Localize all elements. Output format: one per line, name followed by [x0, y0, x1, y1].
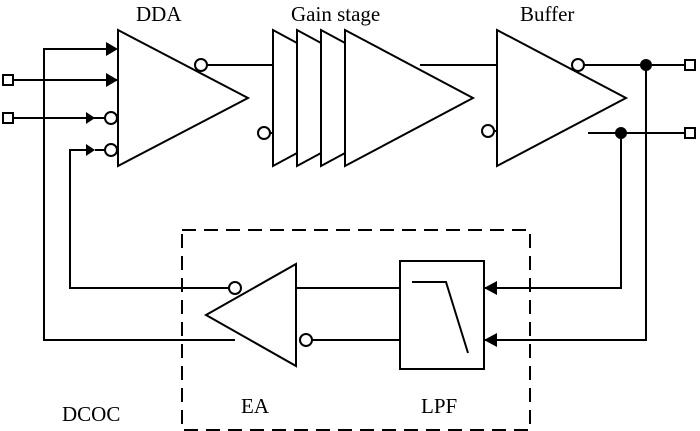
lpf-label: LPF: [421, 394, 458, 418]
gain-output-bubble: [481, 124, 495, 138]
gain-stage-label: Gain stage: [291, 2, 381, 26]
dda-amplifier: [117, 28, 251, 168]
ea-amplifier: [203, 262, 297, 368]
lpf-response-icon: [412, 281, 469, 354]
fb-wire-ea-top: [69, 149, 229, 289]
dda-input-arrows-fb: [86, 112, 95, 156]
dda-output-bubble-top: [194, 58, 208, 72]
output-terminal-1: [684, 59, 696, 71]
buffer-output-bubble: [571, 58, 585, 72]
fb-wire-out1: [484, 65, 647, 341]
gain-stage: [272, 28, 476, 168]
dcoc-label: DCOC: [62, 402, 121, 426]
dda-input-arrows: [106, 42, 118, 87]
ea-label: EA: [241, 394, 269, 418]
dda-input-bubble-2: [104, 143, 118, 157]
lpf-input-arrow-2: [484, 333, 497, 347]
ea-output-bubble-top: [228, 281, 242, 295]
output-terminal-2: [684, 127, 696, 139]
ea-input-bubble-bot: [299, 333, 313, 347]
dda-output-bubble-bot: [257, 126, 271, 140]
input-terminal-2: [2, 112, 14, 124]
input-terminal-1: [2, 74, 14, 86]
buffer-label: Buffer: [520, 2, 575, 26]
fb-wire-ea-bot: [43, 48, 235, 341]
lpf-block: [399, 260, 485, 370]
dda-label: DDA: [136, 2, 182, 26]
dcoc-box: [181, 229, 531, 431]
lpf-input-arrow-1: [484, 281, 497, 295]
dda-input-bubble-1: [104, 111, 118, 125]
buffer-amplifier: [496, 28, 629, 168]
